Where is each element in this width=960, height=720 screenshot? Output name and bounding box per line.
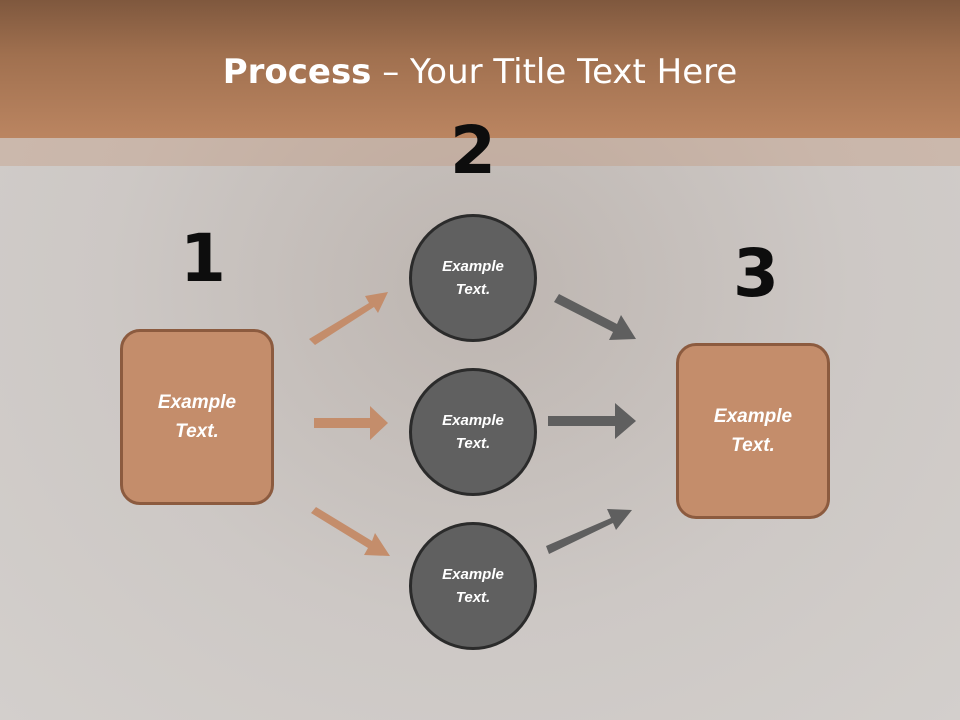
circle-top: Example Text. (409, 214, 537, 342)
title-bold: Process (222, 52, 372, 92)
banner-band (0, 138, 960, 166)
title-banner (0, 0, 960, 138)
circle-bottom: Example Text. (409, 522, 537, 650)
circle-top-line2: Text. (455, 281, 491, 298)
right-arrows (546, 294, 636, 554)
left-arrows (309, 292, 390, 556)
title-rest: – Your Title Text Here (371, 52, 738, 92)
step-1-box: Example Text. (120, 329, 274, 505)
slide-title: Process – Your Title Text Here (0, 52, 960, 92)
circle-top-line1: Example (442, 258, 504, 275)
circle-middle-line1: Example (442, 412, 504, 429)
step-number-2: 2 (450, 112, 496, 189)
circle-middle: Example Text. (409, 368, 537, 496)
circle-middle-line2: Text. (455, 435, 491, 452)
circle-bottom-line2: Text. (455, 589, 491, 606)
step-3-text-line2: Text. (731, 435, 775, 456)
arrow-from-top-circle (554, 294, 636, 340)
step-1-text-line1: Example (157, 392, 237, 413)
step-3-text-line1: Example (713, 406, 793, 427)
step-number-1: 1 (180, 220, 226, 297)
arrow-from-bottom-circle (546, 509, 632, 554)
circle-bottom-line1: Example (442, 566, 504, 583)
step-1-text-line2: Text. (175, 421, 219, 442)
arrow-to-bottom-circle (311, 507, 390, 556)
arrow-from-middle-circle (548, 403, 636, 439)
arrow-to-middle-circle (314, 406, 388, 440)
arrow-to-top-circle (309, 292, 388, 345)
step-number-3: 3 (733, 235, 779, 312)
step-3-box: Example Text. (676, 343, 830, 519)
